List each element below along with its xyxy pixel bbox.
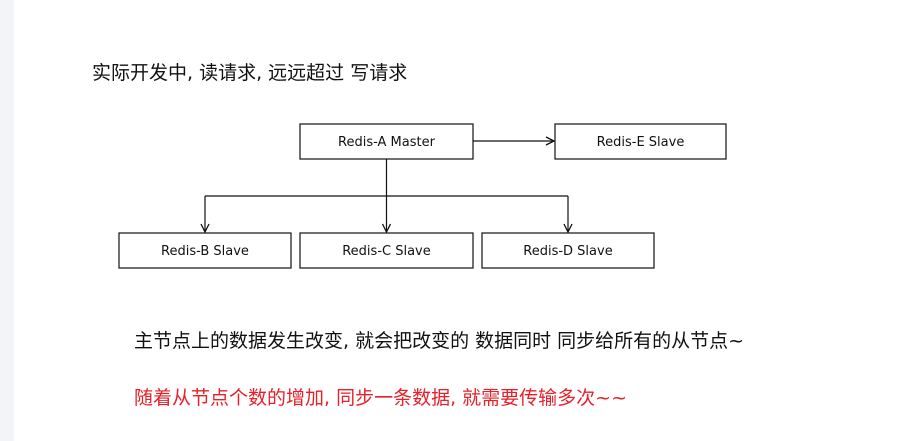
node-slave-b: Redis-B Slave — [118, 232, 292, 269]
node-master-label: Redis-A Master — [338, 135, 436, 150]
sync-cost-note: 随着从节点个数的增加, 同步一条数据, 就需要传输多次~~ — [134, 387, 627, 409]
sync-description: 主节点上的数据发生改变, 就会把改变的 数据同时 同步给所有的从节点~ — [134, 330, 745, 352]
heading: 实际开发中, 读请求, 远远超过 写请求 — [92, 62, 408, 84]
node-slave-c-label: Redis-C Slave — [342, 244, 431, 259]
left-margin-strip — [0, 0, 14, 441]
node-slave-d-label: Redis-D Slave — [523, 244, 612, 259]
node-slave-e: Redis-E Slave — [554, 123, 727, 160]
node-slave-c: Redis-C Slave — [299, 232, 474, 269]
node-slave-d: Redis-D Slave — [481, 232, 655, 269]
node-slave-e-label: Redis-E Slave — [597, 135, 685, 150]
node-master: Redis-A Master — [299, 123, 474, 160]
node-slave-b-label: Redis-B Slave — [161, 244, 249, 259]
